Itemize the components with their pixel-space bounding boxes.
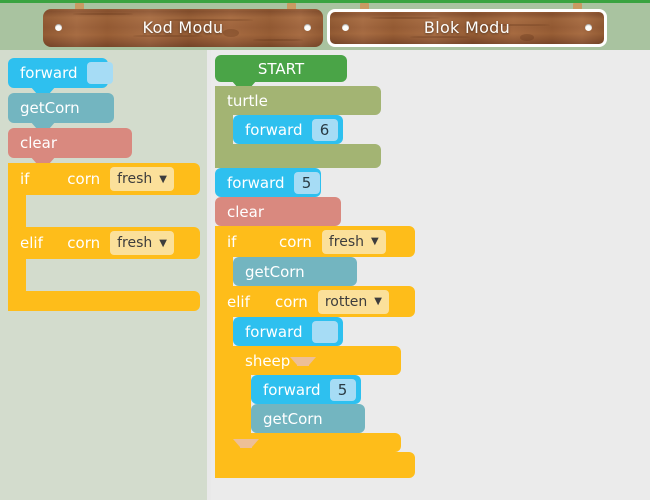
program-workspace[interactable]: START turtle forward 6 forward — [211, 50, 650, 500]
palette-block-if-elif[interactable]: if corn fresh ▼ elif corn fresh ▼ — [8, 163, 208, 311]
if-header-row[interactable]: if corn fresh ▼ — [215, 226, 415, 257]
panel-divider — [207, 50, 211, 500]
tab-kod-modu-label: Kod Modu — [142, 18, 224, 37]
elif-keyword: elif — [227, 292, 250, 311]
elif-header-row[interactable]: elif corn fresh ▼ — [8, 227, 200, 259]
block-turtle[interactable]: turtle forward 6 — [215, 86, 381, 168]
block-label: clear — [20, 134, 58, 152]
elif-condition-dropdown[interactable]: rotten ▼ — [317, 289, 389, 314]
tab-peg-blok-right — [573, 3, 582, 12]
block-if-elif-program[interactable]: if corn fresh ▼ getCorn elif corn rotten… — [215, 226, 421, 478]
elif-keyword: elif — [20, 234, 43, 252]
if-condition-dropdown[interactable]: fresh ▼ — [110, 167, 174, 191]
tab-peg-left — [75, 3, 84, 12]
block-notch — [215, 144, 241, 164]
tab-peg-kod-right — [287, 3, 296, 12]
tab-blok-modu-label: Blok Modu — [423, 18, 511, 37]
dropdown-value: fresh — [117, 235, 153, 251]
block-forward-top-level[interactable]: forward 5 — [215, 168, 321, 204]
block-notch — [389, 293, 415, 312]
tab-blok-modu[interactable]: Blok Modu — [327, 9, 607, 47]
tab-peg-blok-left — [360, 3, 369, 12]
block-label: forward — [263, 380, 321, 399]
block-forward-in-turtle[interactable]: forward 6 — [233, 115, 343, 151]
elif-header-row[interactable]: elif corn rotten ▼ — [215, 286, 415, 317]
block-getcorn-in-sheep[interactable]: getCorn — [251, 404, 365, 440]
if-body-slot[interactable] — [26, 195, 208, 227]
block-notch — [233, 433, 259, 453]
sheep-header[interactable]: sheep — [233, 346, 401, 375]
forward-value-input[interactable]: 5 — [293, 171, 320, 194]
if-footer — [215, 452, 415, 478]
forward-value-input[interactable] — [86, 62, 113, 84]
chevron-down-icon: ▼ — [374, 296, 382, 307]
if-condition-dropdown[interactable]: fresh ▼ — [321, 229, 386, 254]
block-label: forward — [227, 173, 285, 192]
forward-value-input[interactable]: 6 — [311, 118, 338, 141]
block-label: forward — [245, 120, 303, 139]
block-notch — [290, 352, 317, 371]
block-label: getCorn — [263, 409, 323, 428]
elif-condition-dropdown[interactable]: fresh ▼ — [110, 231, 174, 255]
block-notch — [174, 234, 200, 253]
block-notch — [30, 156, 56, 165]
block-sheep[interactable]: sheep forward 5 getCorn — [233, 346, 401, 453]
turtle-footer — [215, 144, 381, 168]
if-footer — [8, 291, 200, 311]
dropdown-value: fresh — [328, 233, 365, 250]
block-notch — [215, 452, 241, 472]
sheep-label: sheep — [245, 351, 291, 370]
chevron-down-icon: ▼ — [159, 173, 167, 185]
chevron-down-icon: ▼ — [371, 236, 379, 247]
mode-tab-bar: Kod Modu Blok Modu — [0, 3, 650, 50]
elif-condition-label: corn — [67, 234, 101, 252]
palette-block-clear[interactable]: clear — [8, 128, 132, 165]
if-keyword: if — [20, 170, 30, 188]
turtle-label: turtle — [227, 91, 268, 110]
chevron-down-icon: ▼ — [159, 237, 167, 249]
block-palette-panel[interactable]: forward getCorn clear if corn fresh ▼ — [0, 50, 208, 500]
block-forward-in-elif[interactable]: forward — [233, 317, 343, 353]
if-left-wall — [215, 226, 233, 478]
block-notch — [30, 86, 56, 95]
block-clear[interactable]: clear — [215, 197, 341, 233]
dropdown-value: fresh — [117, 171, 153, 187]
forward-value-input[interactable] — [311, 320, 338, 343]
elif-body-slot[interactable] — [26, 259, 208, 291]
elif-condition-label: corn — [274, 292, 308, 311]
if-condition-label: corn — [67, 170, 101, 188]
sheep-footer — [233, 433, 401, 453]
if-condition-label: corn — [279, 232, 312, 251]
top-accent-strip — [0, 0, 650, 3]
block-notch — [385, 233, 412, 252]
palette-block-forward[interactable]: forward — [8, 58, 113, 95]
block-notch — [30, 121, 56, 130]
block-label: clear — [227, 202, 265, 221]
block-forward-in-sheep[interactable]: forward 5 — [251, 375, 361, 411]
block-label: getCorn — [245, 262, 305, 281]
block-notch — [267, 92, 294, 111]
dropdown-value: rotten — [324, 293, 368, 310]
if-keyword: if — [227, 232, 237, 251]
block-label: getCorn — [20, 99, 80, 117]
forward-value-input[interactable]: 5 — [329, 378, 356, 401]
start-label: START — [257, 59, 305, 78]
tab-kod-modu[interactable]: Kod Modu — [43, 9, 323, 47]
block-start[interactable]: START — [215, 55, 347, 89]
block-getcorn-in-if[interactable]: getCorn — [233, 257, 357, 293]
block-label: forward — [245, 322, 303, 341]
if-header-row[interactable]: if corn fresh ▼ — [8, 163, 200, 195]
block-notch — [174, 170, 200, 189]
palette-block-getcorn[interactable]: getCorn — [8, 93, 114, 130]
turtle-header[interactable]: turtle — [215, 86, 381, 115]
block-label: forward — [20, 64, 78, 82]
block-notch — [8, 291, 34, 311]
